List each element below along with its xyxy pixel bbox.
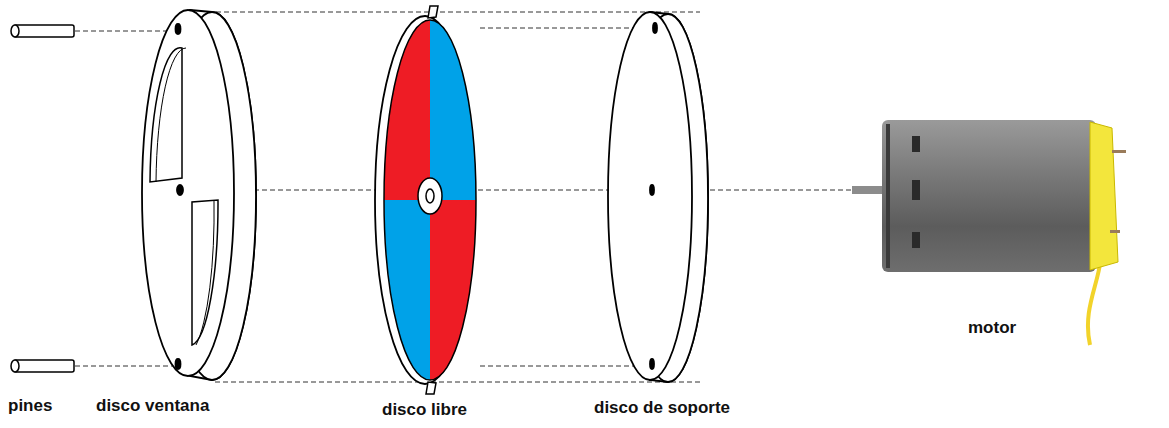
part-label: disco libre xyxy=(382,400,467,420)
pin xyxy=(11,25,74,372)
support-disc xyxy=(608,12,708,382)
part-label: disco de soporte xyxy=(594,398,730,418)
window-disc xyxy=(142,10,256,380)
part-label: motor xyxy=(968,318,1016,338)
part-label: disco ventana xyxy=(96,396,209,416)
motor-illustration xyxy=(852,120,1126,345)
free-disc xyxy=(375,6,480,394)
part-label: pines xyxy=(8,396,52,416)
